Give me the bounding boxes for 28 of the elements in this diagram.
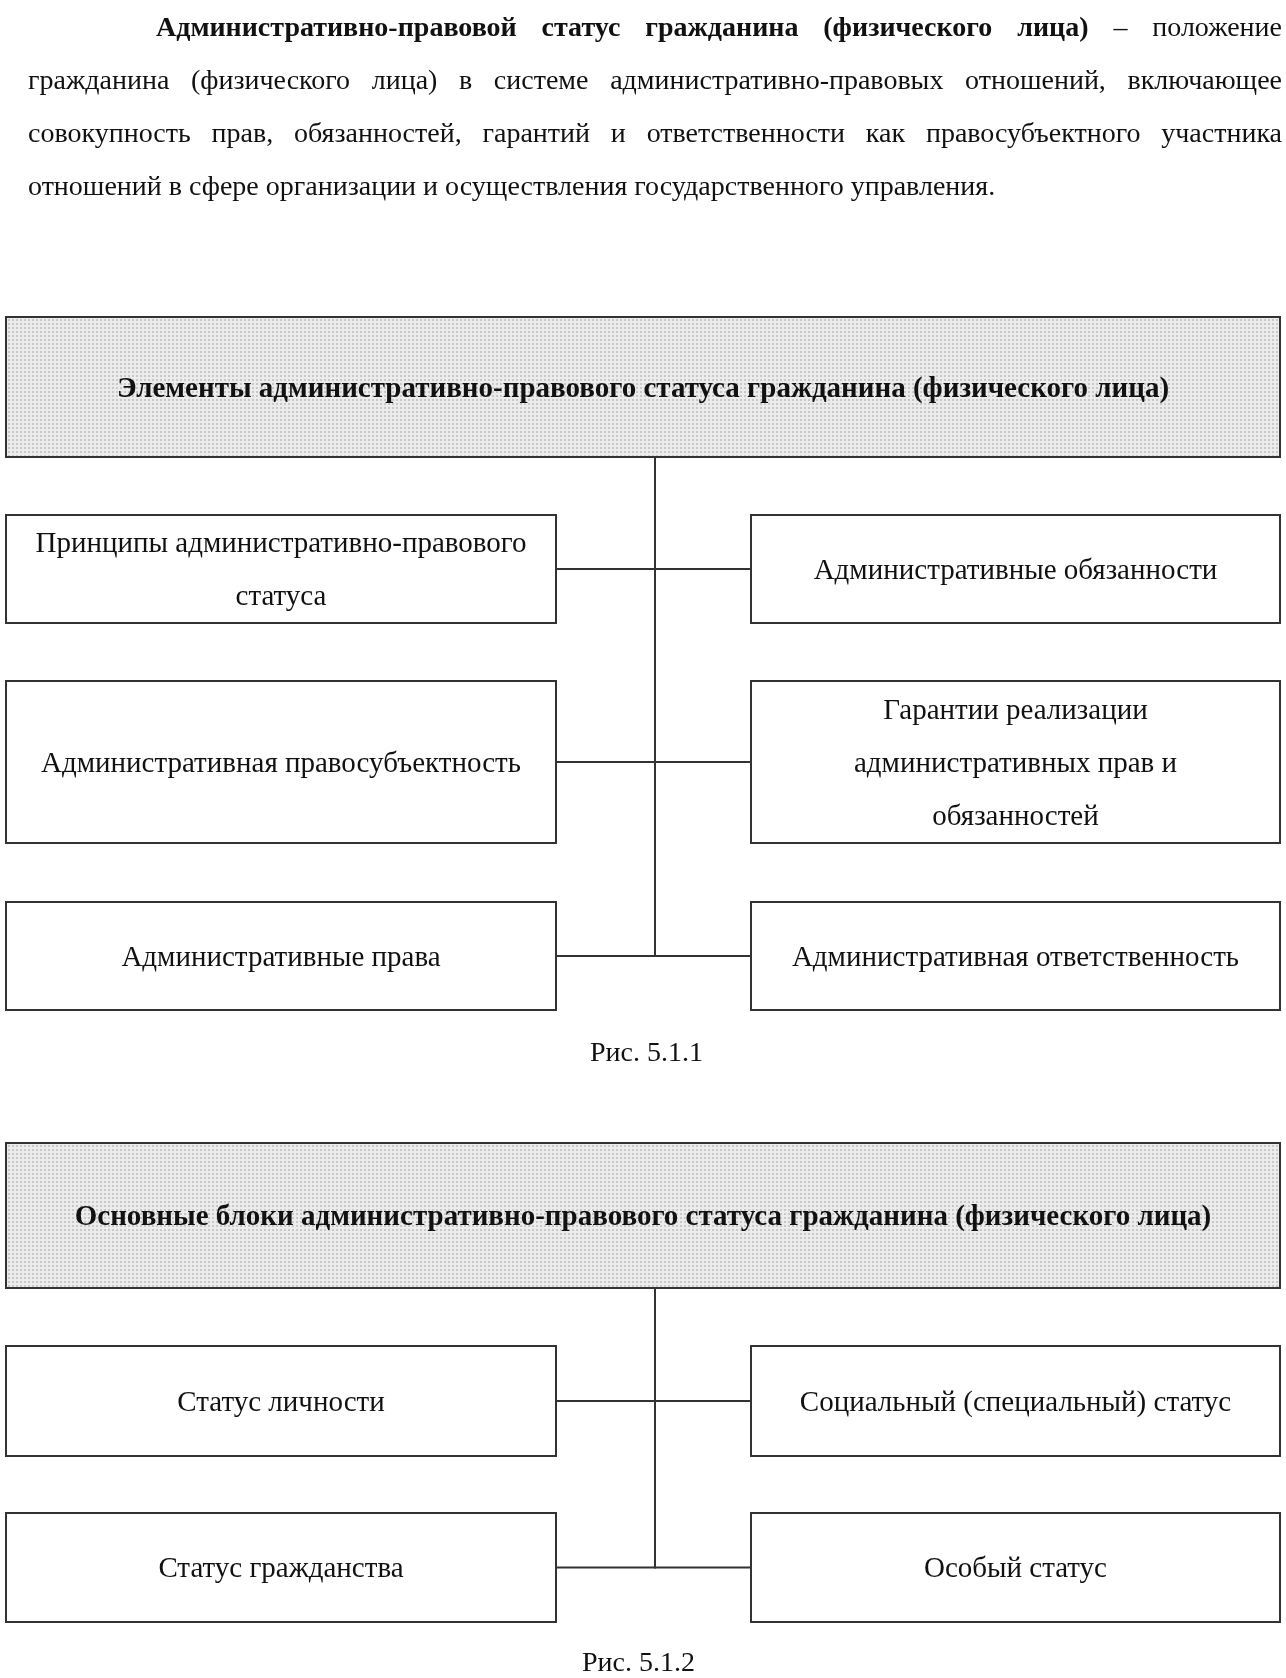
connector-line	[654, 1288, 751, 1569]
box-text: Социальный (специальный) статус	[798, 1383, 1233, 1419]
box-text: Административная правосубъектность	[40, 744, 522, 780]
box-text: Основные блоки административно-правового статуса гражданина (физического лица)	[73, 1198, 1213, 1233]
process-box	[5, 901, 557, 1011]
process-box	[5, 680, 557, 844]
box-text: Принципы административно-правового статуса	[34, 525, 528, 613]
header-box	[5, 316, 1281, 458]
process-box	[750, 680, 1281, 844]
box-text: Административные обязанности	[812, 551, 1219, 587]
box-text: Статус личности	[176, 1383, 386, 1419]
box-text: Статус гражданства	[157, 1550, 405, 1585]
figure-caption: Рис. 5.1.2	[582, 1646, 695, 1678]
header-box	[5, 1142, 1281, 1289]
process-box	[5, 514, 557, 624]
process-box	[750, 1512, 1281, 1623]
box-text: Административные права	[120, 938, 442, 974]
box-text: Гарантии реализации административных прав и обязанностей	[852, 691, 1179, 833]
box-text: Особый статус	[923, 1550, 1108, 1585]
process-box	[5, 1512, 557, 1623]
figure-caption: Рис. 5.1.1	[590, 1036, 703, 1068]
process-box	[750, 901, 1281, 1011]
box-text: Элементы административно-правового статуса гражданина (физического лица)	[115, 369, 1171, 405]
box-text: Административная ответственность	[790, 938, 1241, 974]
process-box	[5, 1345, 557, 1457]
definition-paragraph: Административно-правовой статус гражданина (физического лица) – положение гражданина (физического лица) в системе административно-правовых отношений, включающее совокупность прав, обязанностей, гарантий и ответственности как правосубъектного участника отношений в сфере организации и осуществления государственного управления.	[28, 10, 1282, 203]
process-box	[750, 1345, 1281, 1457]
process-box	[750, 514, 1281, 624]
